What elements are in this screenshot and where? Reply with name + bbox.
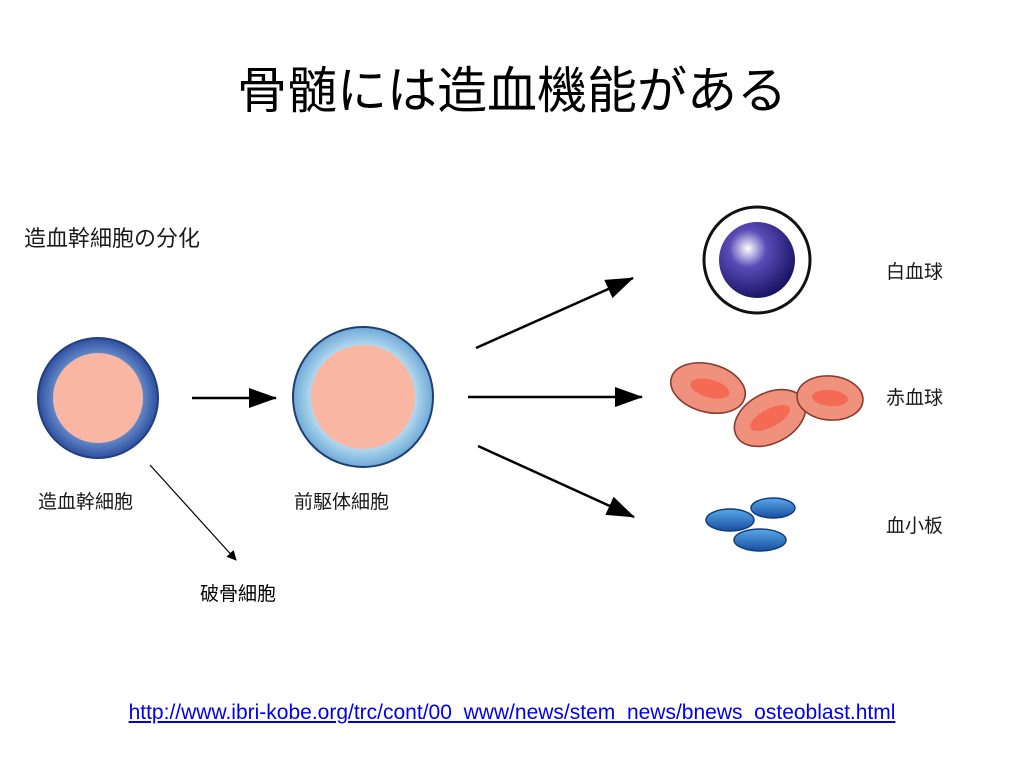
diagram-heading: 造血幹細胞の分化 [24, 227, 200, 252]
white-blood-cell-label: 白血球 [886, 261, 943, 283]
arrow-stem-to-osteoclast [149, 464, 237, 561]
osteoclast-label: 破骨細胞 [200, 583, 276, 605]
progenitor-cell-label: 前駆体細胞 [294, 491, 389, 513]
platelet-icon [705, 497, 796, 552]
red-blood-cell-label: 赤血球 [886, 387, 943, 409]
source-link[interactable]: http://www.ibri-kobe.org/trc/cont/00_www… [128, 701, 896, 724]
stem-cell-label: 造血幹細胞 [38, 491, 133, 513]
progenitor-cell-icon [292, 326, 434, 468]
platelet-label: 血小板 [886, 515, 943, 537]
stem-cell-icon [37, 337, 159, 459]
slide-title: 骨髄には造血機能がある [237, 62, 787, 120]
red-blood-cell-icon [669, 362, 864, 448]
white-blood-cell-icon [702, 205, 812, 315]
arrow-to-white-blood-cell [475, 276, 634, 350]
arrow-to-platelet [477, 444, 635, 519]
